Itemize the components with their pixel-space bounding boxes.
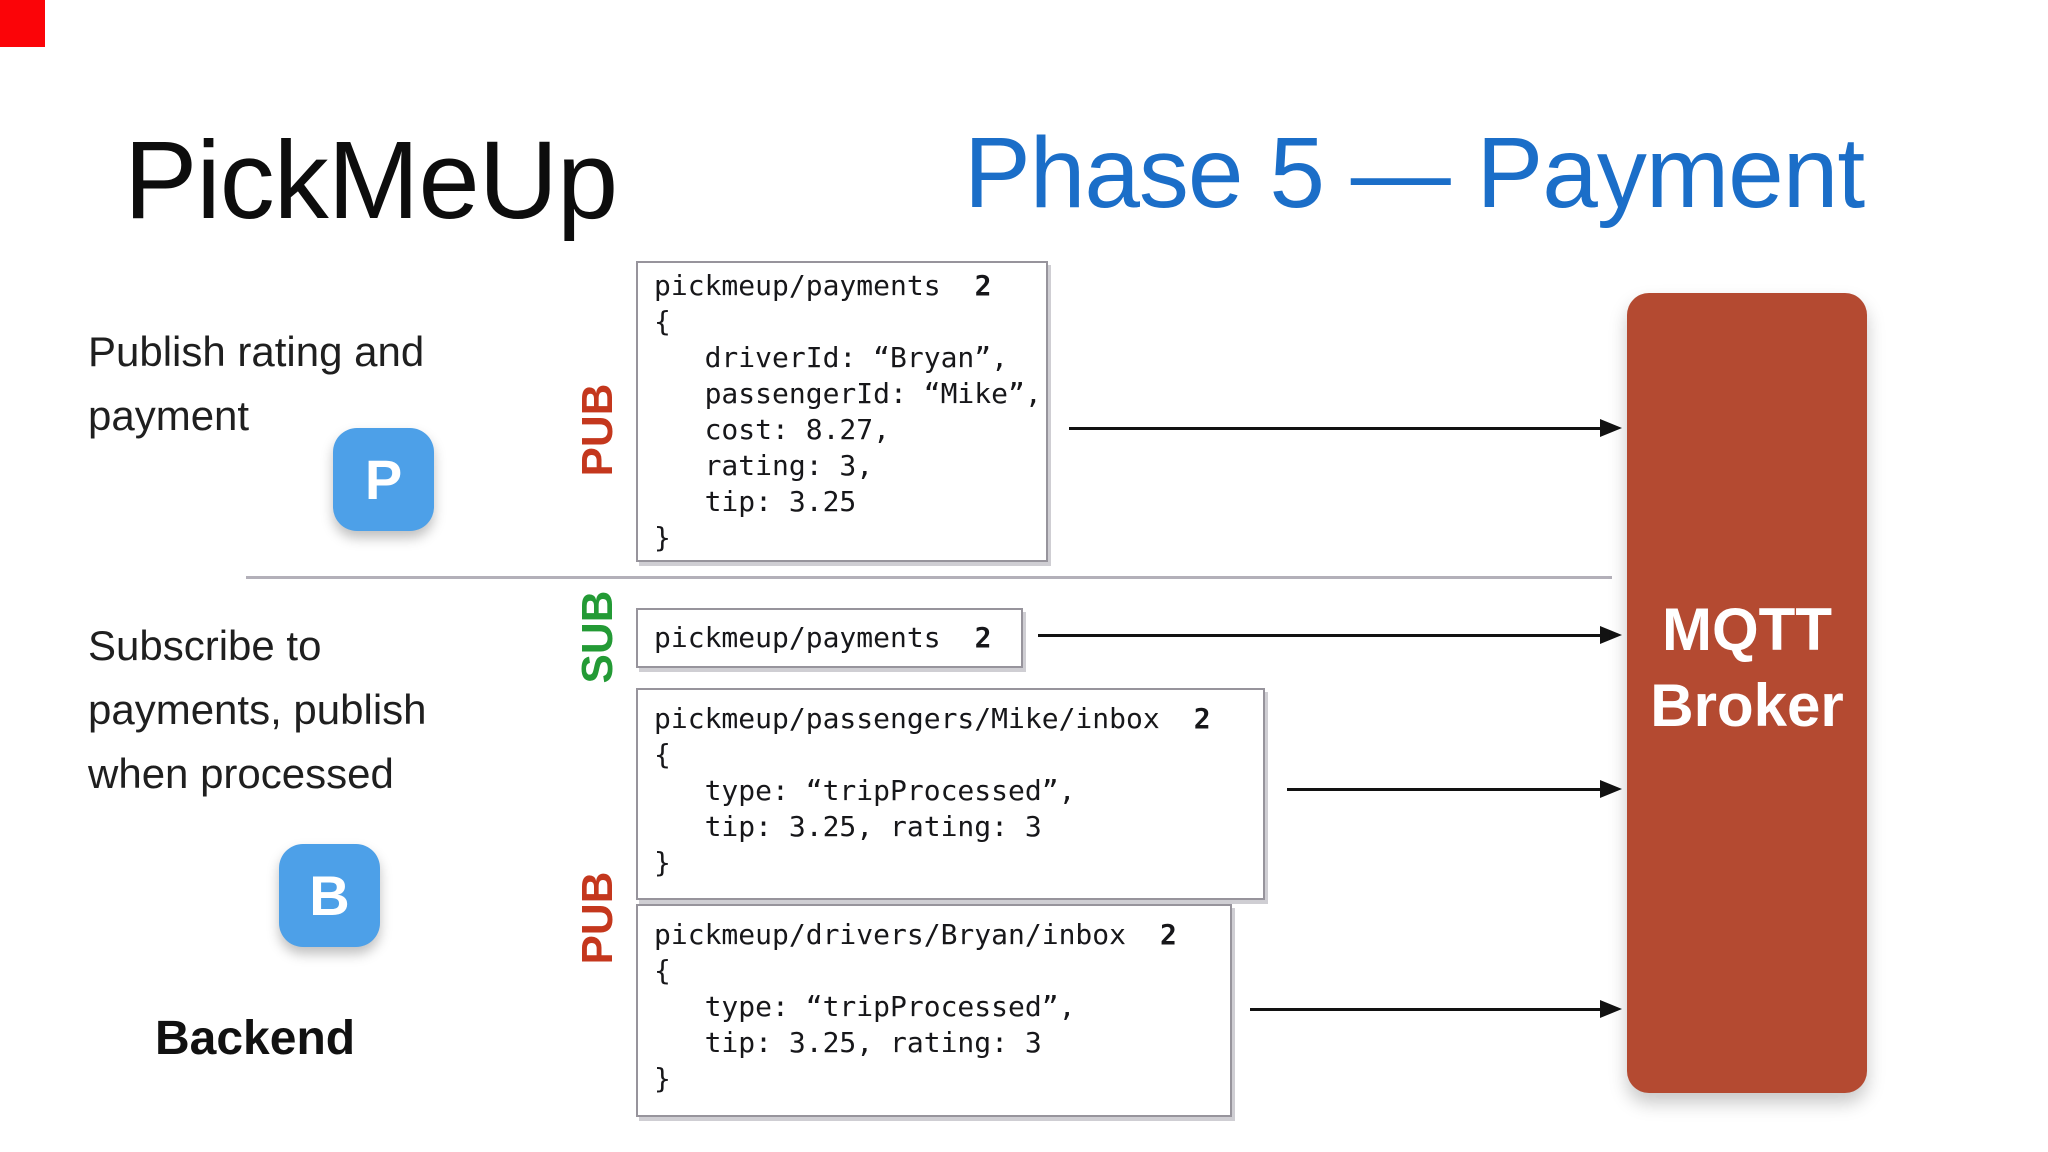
code-line: tip: 3.25, rating: 3 <box>654 1026 1042 1059</box>
backend-badge-letter: B <box>309 864 350 927</box>
code-line: { <box>654 305 671 338</box>
code-line: rating: 3, <box>654 449 874 482</box>
phase-title: Phase 5 — Payment <box>964 117 1865 229</box>
sub-label: SUB <box>573 590 622 684</box>
app-title: PickMeUp <box>124 119 618 242</box>
topic-row: pickmeup/payments 2 <box>654 268 1030 304</box>
publisher-caption: Publish rating and payment <box>88 320 424 448</box>
passenger-badge-letter: P <box>364 448 403 511</box>
subscribe-topic-box: pickmeup/payments 2 <box>636 608 1023 668</box>
code-line: } <box>654 846 671 879</box>
backend-label: Backend <box>155 1012 356 1065</box>
subscriber-caption-line1: Subscribe to <box>88 622 322 669</box>
code-line: } <box>654 1062 671 1095</box>
qos-level: 2 <box>974 269 992 302</box>
topic-text: pickmeup/payments <box>654 269 941 302</box>
topic-row: pickmeup/payments 2 <box>654 620 1005 656</box>
recording-indicator-badge <box>0 0 45 47</box>
qos-level: 2 <box>1160 918 1177 951</box>
subscriber-caption: Subscribe to payments, publish when proc… <box>88 614 427 806</box>
payment-message-box: pickmeup/payments 2 { driverId: “Bryan”,… <box>636 261 1048 562</box>
pub-label-bottom: PUB <box>573 871 622 965</box>
driver-inbox-message-box: pickmeup/drivers/Bryan/inbox 2 { type: “… <box>636 904 1232 1117</box>
broker-name-line1: MQTT <box>1662 596 1832 663</box>
topic-row: pickmeup/passengers/Mike/inbox 2 <box>654 701 1247 737</box>
code-line: { <box>654 954 671 987</box>
code-line: { <box>654 738 671 771</box>
topic-text: pickmeup/payments <box>654 621 941 654</box>
code-line: } <box>654 521 671 554</box>
code-line: passengerId: “Mike”, <box>654 377 1042 410</box>
subscriber-caption-line3: when processed <box>88 750 394 797</box>
arrow-driver-inbox-to-broker-icon <box>1250 1000 1622 1018</box>
code-line: tip: 3.25, rating: 3 <box>654 810 1042 843</box>
passenger-inbox-message-box: pickmeup/passengers/Mike/inbox 2 { type:… <box>636 688 1265 900</box>
topic-text: pickmeup/drivers/Bryan/inbox <box>654 918 1127 951</box>
code-line: tip: 3.25 <box>654 485 857 518</box>
broker-name-line2: Broker <box>1650 672 1844 739</box>
qos-level: 2 <box>1193 702 1211 735</box>
publisher-caption-line2: payment <box>88 392 250 439</box>
section-divider <box>246 576 1612 579</box>
backend-badge: B <box>279 844 380 947</box>
code-line: type: “tripProcessed”, <box>654 990 1076 1023</box>
pub-label-top: PUB <box>573 383 622 477</box>
arrow-subscribe-to-broker-icon <box>1038 626 1622 644</box>
subscriber-caption-line2: payments, publish <box>88 686 427 733</box>
qos-level: 2 <box>974 621 992 654</box>
arrow-passenger-inbox-to-broker-icon <box>1287 780 1622 798</box>
topic-row: pickmeup/drivers/Bryan/inbox 2 <box>654 917 1214 953</box>
code-line: driverId: “Bryan”, <box>654 341 1009 374</box>
arrow-payment-to-broker-icon <box>1069 419 1622 437</box>
mqtt-broker: MQTT Broker <box>1627 293 1867 1093</box>
code-line: type: “tripProcessed”, <box>654 774 1076 807</box>
publisher-caption-line1: Publish rating and <box>88 328 425 375</box>
topic-text: pickmeup/passengers/Mike/inbox <box>654 702 1160 735</box>
code-line: cost: 8.27, <box>654 413 891 446</box>
passenger-badge: P <box>333 428 434 531</box>
